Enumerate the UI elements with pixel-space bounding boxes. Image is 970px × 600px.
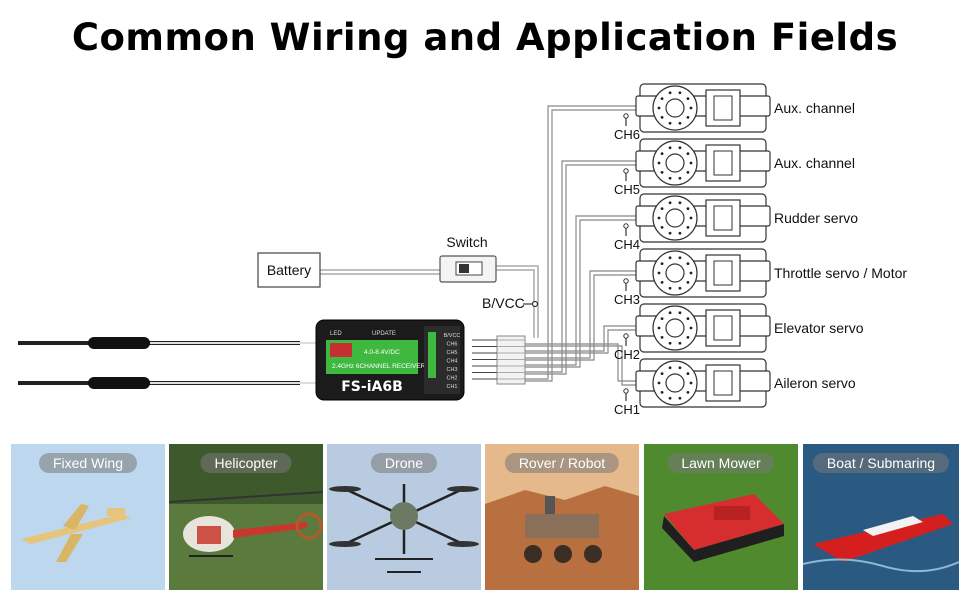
receiver-port-label: CH1 bbox=[446, 384, 457, 390]
app-label: Fixed Wing bbox=[38, 453, 138, 473]
channel-id: CH5 bbox=[614, 182, 640, 197]
channel-label: Throttle servo / Motor bbox=[774, 265, 907, 281]
servo-ch1: CH1 Aileron servo bbox=[614, 358, 856, 417]
switch-icon bbox=[439, 255, 497, 283]
app-helicopter: Helicopter bbox=[169, 444, 323, 590]
receiver-update-label: UPDATE bbox=[372, 331, 396, 337]
receiver-port-label: CH5 bbox=[446, 350, 457, 356]
channel-id: CH3 bbox=[614, 292, 640, 307]
servo-ch2: CH2 Elevator servo bbox=[614, 303, 864, 362]
receiver-port-label: CH6 bbox=[446, 342, 457, 348]
servo-ch4: CH4 Rudder servo bbox=[614, 193, 858, 252]
receiver-spec: 2.4GHz 6CHANNEL RECEIVER bbox=[332, 363, 426, 370]
channel-id: CH1 bbox=[614, 402, 640, 417]
app-label: Lawn Mower bbox=[667, 453, 775, 473]
app-fixed-wing: Fixed Wing bbox=[11, 444, 165, 590]
receiver-port-label: CH4 bbox=[446, 359, 457, 365]
channel-label: Aileron servo bbox=[774, 375, 856, 391]
channel-label: Elevator servo bbox=[774, 320, 864, 336]
receiver-port-label: B/VCC bbox=[444, 333, 461, 339]
app-label: Drone bbox=[370, 453, 438, 473]
channel-id: CH2 bbox=[614, 347, 640, 362]
connector-bundle bbox=[472, 335, 526, 385]
servo-ch3: CH3 Throttle servo / Motor bbox=[614, 248, 907, 307]
servo-wires bbox=[525, 105, 636, 386]
battery-box bbox=[257, 252, 321, 288]
receiver-model: FS-iA6B bbox=[341, 379, 403, 395]
app-lawn-mower: Lawn Mower bbox=[644, 444, 798, 590]
receiver-port-label: CH2 bbox=[446, 376, 457, 382]
receiver: LED UPDATE 4.0-8.4V/DC 2.4GHz 6CHANNEL R… bbox=[315, 319, 465, 401]
antenna-wires bbox=[18, 337, 316, 389]
page-title: Common Wiring and Application Fields bbox=[71, 16, 899, 59]
app-label: Rover / Robot bbox=[504, 453, 620, 473]
receiver-led-label: LED bbox=[330, 331, 342, 337]
switch-label: Switch bbox=[446, 234, 487, 250]
receiver-port-label: CH3 bbox=[446, 367, 457, 373]
servo-ch5: CH5 Aux. channel bbox=[614, 138, 855, 197]
channel-label: Aux. channel bbox=[774, 100, 855, 116]
app-label: Helicopter bbox=[200, 453, 292, 473]
power-wires bbox=[320, 265, 539, 338]
bvcc-label: B/VCC bbox=[482, 295, 525, 311]
wiring-diagram: Battery Switch B/VCC LED UPDATE 4.0-8.4V… bbox=[18, 83, 907, 417]
channel-id: CH4 bbox=[614, 237, 640, 252]
app-rover: Rover / Robot bbox=[485, 444, 639, 590]
channel-label: Rudder servo bbox=[774, 210, 858, 226]
app-drone: Drone bbox=[327, 444, 481, 590]
channel-id: CH6 bbox=[614, 127, 640, 142]
receiver-voltage: 4.0-8.4V/DC bbox=[364, 349, 400, 356]
battery-label: Battery bbox=[267, 262, 311, 278]
app-label: Boat / Submaring bbox=[812, 453, 950, 473]
app-boat: Boat / Submaring bbox=[803, 444, 959, 590]
servo-ch6: CH6 Aux. channel bbox=[614, 83, 855, 142]
channel-label: Aux. channel bbox=[774, 155, 855, 171]
